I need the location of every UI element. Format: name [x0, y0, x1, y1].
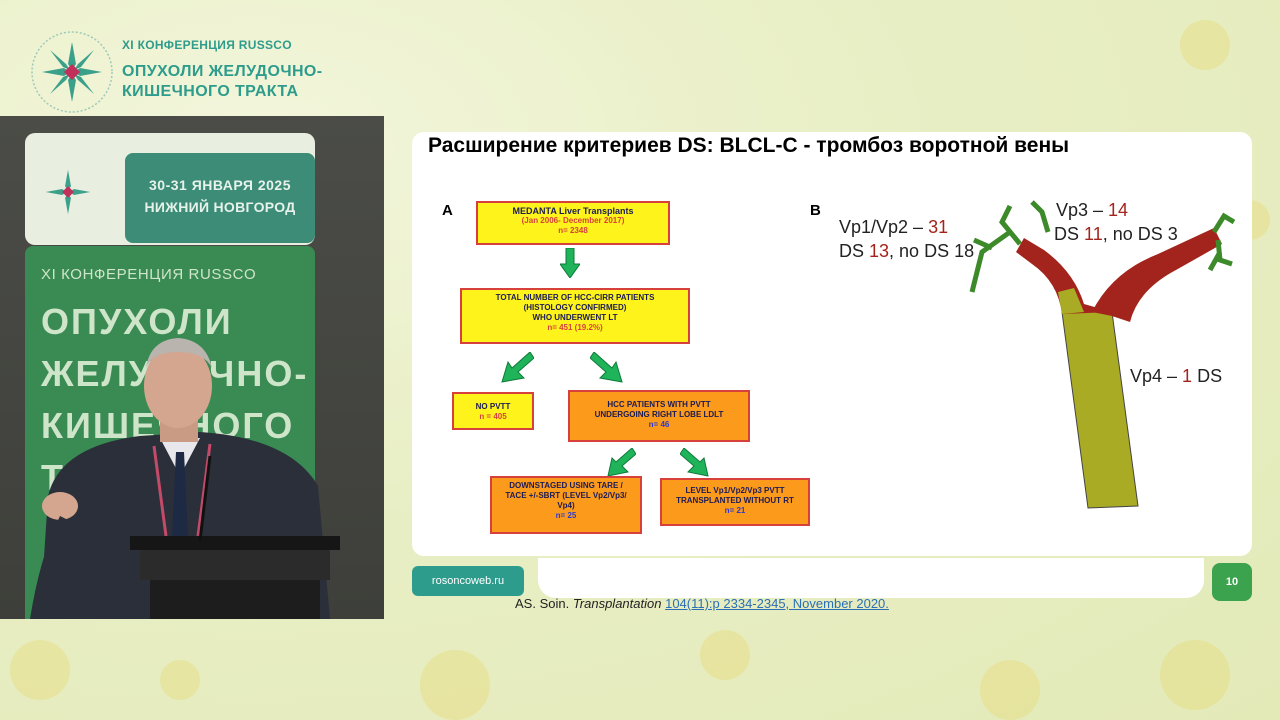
flow-box-transplanted-l1: LEVEL Vp1/Vp2/Vp3 PVTT: [685, 486, 785, 495]
panel-b-label: B: [810, 202, 821, 219]
speaker-figure: [30, 338, 340, 619]
vp3-ds-number: 11: [1084, 224, 1103, 244]
flow-box-downstaged-l4: n= 25: [555, 511, 577, 520]
flow-box-no-pvtt-l2: n = 405: [479, 412, 507, 421]
flow-box-transplanted-l2: TRANSPLANTED WITHOUT RT: [676, 496, 794, 505]
vp3-ds-prefix: DS: [1054, 224, 1085, 244]
banner-conference: XI КОНФЕРЕНЦИЯ RUSSCO: [41, 266, 257, 283]
vp4-number: 1: [1182, 366, 1193, 386]
flow-box-transplanted-l3: n= 21: [724, 506, 746, 515]
label-vp4: Vp4 – 1 DS: [1130, 364, 1222, 388]
flow-arrow-left-icon: [501, 352, 534, 383]
vp3-label: Vp3 –: [1056, 200, 1109, 220]
conference-title-line2: КИШЕЧНОГО ТРАКТА: [122, 83, 299, 100]
site-link[interactable]: rosoncoweb.ru: [412, 566, 524, 596]
flow-box-downstaged: DOWNSTAGED USING TARE / TACE +/-SBRT (LE…: [490, 476, 642, 534]
flow-box-pvtt-l1: HCC PATIENTS WITH PVTT: [607, 400, 711, 409]
conference-edition: XI КОНФЕРЕНЦИЯ RUSSCO: [122, 38, 292, 52]
flow-box-pvtt: HCC PATIENTS WITH PVTT UNDERGOING RIGHT …: [568, 390, 750, 442]
event-banner-top: 30-31 ЯНВАРЯ 2025 НИЖНИЙ НОВГОРОД: [25, 133, 315, 245]
citation-reference-link[interactable]: 104(11):p 2334-2345, November 2020.: [665, 596, 889, 611]
slide-title: Расширение критериев DS: BLCL-C - тромбо…: [428, 134, 1070, 157]
flow-box-pvtt-l3: n= 46: [648, 420, 670, 429]
flow-box-medanta-l1: MEDANTA Liver Transplants: [512, 206, 634, 216]
label-vp3: Vp3 – 14 DS 11, no DS 3: [1054, 198, 1178, 246]
flow-box-hcc-cirr-l4: n= 451 (19.2%): [547, 323, 603, 332]
vp12-ds-suffix: , no DS 18: [889, 241, 975, 261]
vp3-number: 14: [1108, 200, 1129, 220]
citation-journal: Transplantation: [572, 596, 662, 611]
flow-box-hcc-cirr-l2: (HISTOLOGY CONFIRMED): [523, 303, 627, 312]
presentation-slide: Расширение критериев DS: BLCL-C - тромбо…: [412, 132, 1252, 556]
speaker-video: 30-31 ЯНВАРЯ 2025 НИЖНИЙ НОВГОРОД XI КОН…: [0, 116, 384, 619]
flow-arrow-right-2-icon: [680, 448, 709, 477]
flow-box-hcc-cirr: TOTAL NUMBER OF HCC-CIRR PATIENTS (HISTO…: [460, 288, 690, 344]
flow-box-pvtt-l2: UNDERGOING RIGHT LOBE LDLT: [594, 410, 724, 419]
flow-box-hcc-cirr-l3: WHO UNDERWENT LT: [532, 313, 618, 322]
vp12-ds-number: 13: [869, 241, 890, 261]
flow-box-no-pvtt-l1: NO PVTT: [475, 402, 511, 411]
flow-arrow-right-icon: [590, 352, 623, 383]
banner-title-line1: ОПУХОЛИ: [41, 301, 233, 342]
event-city: НИЖНИЙ НОВГОРОД: [144, 199, 296, 215]
event-date: 30-31 ЯНВАРЯ 2025: [149, 177, 291, 193]
flow-box-medanta: MEDANTA Liver Transplants (Jan 2006- Dec…: [476, 201, 670, 245]
vp4-label: Vp4 –: [1130, 366, 1183, 386]
flow-box-downstaged-l3: Vp4): [557, 501, 575, 510]
vp12-ds-prefix: DS: [839, 241, 870, 261]
portal-vein-diagram: [969, 200, 1236, 509]
russco-logo: [31, 31, 113, 113]
vp12-number: 31: [928, 217, 949, 237]
flow-box-medanta-l2: (Jan 2006- December 2017): [521, 216, 625, 225]
vp12-label: Vp1/Vp2 –: [839, 217, 929, 237]
flow-arrow-left-2-icon: [607, 448, 636, 477]
event-date-banner: 30-31 ЯНВАРЯ 2025 НИЖНИЙ НОВГОРОД: [125, 153, 315, 243]
flow-arrow-down-icon: [560, 248, 580, 278]
citation-authors: AS. Soin.: [515, 596, 573, 611]
slide-page-number: 10: [1212, 563, 1252, 601]
banner-logo-icon: [45, 169, 91, 215]
flow-box-downstaged-l2: TACE +/-SBRT (LEVEL Vp2/Vp3/: [505, 491, 627, 500]
vp3-ds-suffix: , no DS 3: [1102, 224, 1178, 244]
flow-box-medanta-l3: n= 2348: [558, 226, 588, 235]
flow-box-downstaged-l1: DOWNSTAGED USING TARE /: [509, 481, 623, 490]
label-vp1-vp2: Vp1/Vp2 – 31 DS 13, no DS 18: [839, 215, 974, 263]
flow-box-no-pvtt: NO PVTT n = 405: [452, 392, 534, 430]
conference-title: ОПУХОЛИ ЖЕЛУДОЧНО- КИШЕЧНОГО ТРАКТА: [122, 62, 323, 102]
conference-title-line1: ОПУХОЛИ ЖЕЛУДОЧНО-: [122, 63, 323, 80]
slide-citation: AS. Soin. Transplantation 104(11):p 2334…: [515, 596, 889, 611]
flow-box-hcc-cirr-l1: TOTAL NUMBER OF HCC-CIRR PATIENTS: [495, 293, 655, 302]
slide-footer: [538, 558, 1204, 598]
flow-box-transplanted: LEVEL Vp1/Vp2/Vp3 PVTT TRANSPLANTED WITH…: [660, 478, 810, 526]
vp4-suffix: DS: [1192, 366, 1223, 386]
panel-a-label: A: [442, 202, 453, 219]
